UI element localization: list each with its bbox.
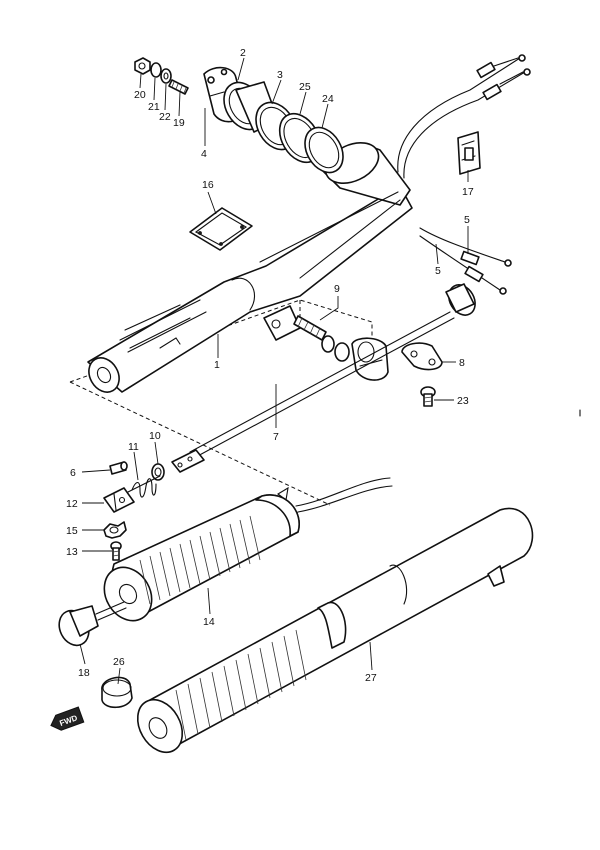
part-screw-13 (110, 541, 122, 561)
part-housing-ring-stack (203, 66, 344, 174)
callout-8: 8 (459, 357, 465, 369)
part-tiller-handle (87, 142, 413, 393)
callout-19: 19 (173, 117, 185, 129)
callout-13: 13 (66, 546, 78, 558)
part-collar (151, 463, 165, 481)
part-control-cables (397, 54, 531, 295)
callout-10: 10 (149, 430, 161, 442)
part-link-plate (401, 342, 443, 371)
callout-22: 22 (159, 111, 171, 123)
callout-12: 12 (66, 498, 78, 510)
part-grommet (457, 131, 481, 175)
callout-9: 9 (334, 283, 340, 295)
callout-16: 16 (202, 179, 214, 191)
callout-5-upper: 5 (464, 214, 470, 226)
callout-4: 4 (201, 148, 207, 160)
callout-14: 14 (203, 616, 215, 628)
callout-24: 24 (322, 93, 334, 105)
part-cap (101, 676, 133, 709)
callout-3: 3 (277, 69, 283, 81)
callout-25: 25 (299, 81, 311, 93)
part-screw-23 (420, 386, 436, 407)
callout-27: 27 (365, 672, 377, 684)
callout-23: 23 (457, 395, 469, 407)
callout-18: 18 (78, 667, 90, 679)
part-friction-adjuster (263, 305, 389, 381)
part-nut-washers-stud (134, 57, 189, 95)
part-grip-end-cap (58, 601, 127, 647)
part-throttle-grip (103, 477, 393, 622)
callout-5-lower: 5 (435, 265, 441, 277)
callout-20: 20 (134, 89, 146, 101)
callout-11: 11 (128, 441, 139, 453)
callout-1: 1 (214, 359, 220, 371)
part-cable-joint (103, 487, 135, 513)
part-label-plate (189, 207, 253, 251)
forward-direction-marker: FWD (50, 706, 85, 731)
part-pin (109, 461, 128, 475)
callout-15: 15 (66, 525, 78, 537)
callout-2: 2 (240, 47, 246, 59)
callout-17: 17 (462, 186, 474, 198)
leader-lines (79, 57, 469, 685)
part-spring (127, 475, 161, 498)
callout-21: 21 (148, 101, 160, 113)
callout-7: 7 (273, 431, 279, 443)
part-throttle-rod (171, 283, 476, 473)
part-grip-cover (136, 507, 534, 754)
callout-6: 6 (70, 467, 76, 479)
callout-labels: 2 3 25 24 4 20 21 22 19 16 17 5 5 9 1 8 … (66, 47, 474, 684)
callout-26: 26 (113, 656, 125, 668)
part-star-washer (103, 521, 127, 539)
